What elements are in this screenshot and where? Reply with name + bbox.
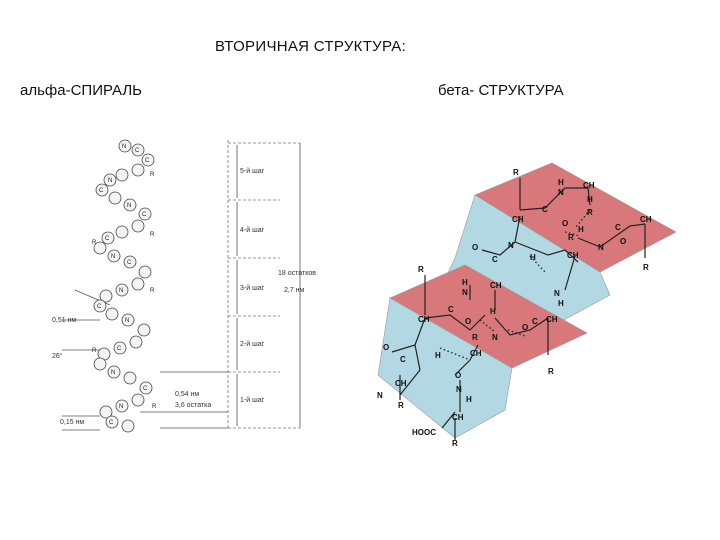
atom-c: C bbox=[532, 317, 538, 326]
atom-o: O bbox=[620, 237, 626, 246]
atom-ch: CH bbox=[583, 181, 595, 190]
atom-n: N bbox=[456, 385, 462, 394]
atom-ch: CH bbox=[395, 379, 407, 388]
atom-c: C bbox=[448, 305, 454, 314]
atom-n: N bbox=[377, 391, 383, 400]
atom-r: R bbox=[452, 439, 458, 448]
atom-ch: CH bbox=[640, 215, 652, 224]
atom-r: R bbox=[587, 208, 593, 217]
atom-n: N bbox=[558, 188, 564, 197]
atom-o: O bbox=[562, 219, 568, 228]
atom-o: O bbox=[383, 343, 389, 352]
atom-o: O bbox=[465, 317, 471, 326]
atom-ch: CH bbox=[490, 281, 502, 290]
atom-r: R bbox=[472, 333, 478, 342]
atom-h: H bbox=[558, 299, 564, 308]
atom-o: O bbox=[472, 243, 478, 252]
atom-h: H bbox=[462, 278, 468, 287]
atom-h: H bbox=[587, 195, 593, 204]
atom-c: C bbox=[400, 355, 406, 364]
atom-r: R bbox=[568, 233, 574, 242]
atom-c: C bbox=[492, 255, 498, 264]
atom-hooc: HOOC bbox=[412, 428, 436, 437]
atom-h: H bbox=[558, 178, 564, 187]
atom-n: N bbox=[554, 289, 560, 298]
atom-ch: CH bbox=[546, 315, 558, 324]
atom-ch: CH bbox=[567, 251, 579, 260]
atom-r: R bbox=[513, 168, 519, 177]
atom-ch: CH bbox=[418, 315, 430, 324]
atom-r: R bbox=[418, 265, 424, 274]
atom-h: H bbox=[490, 307, 496, 316]
atom-c: C bbox=[542, 205, 548, 214]
atom-n: N bbox=[598, 243, 604, 252]
atom-h: H bbox=[466, 395, 472, 404]
atom-h: H bbox=[578, 225, 584, 234]
atom-r: R bbox=[398, 401, 404, 410]
atom-n: N bbox=[462, 288, 468, 297]
atom-h: H bbox=[435, 351, 441, 360]
atom-r: R bbox=[548, 367, 554, 376]
atom-ch: CH bbox=[512, 215, 524, 224]
atom-c: C bbox=[615, 223, 621, 232]
atom-ch: CH bbox=[452, 413, 464, 422]
atom-ch: CH bbox=[470, 349, 482, 358]
atom-h: H bbox=[530, 253, 536, 262]
atom-n: N bbox=[508, 241, 514, 250]
atom-r: R bbox=[643, 263, 649, 272]
atom-n: N bbox=[492, 333, 498, 342]
atom-o: O bbox=[455, 371, 461, 380]
atom-o: O bbox=[522, 323, 528, 332]
